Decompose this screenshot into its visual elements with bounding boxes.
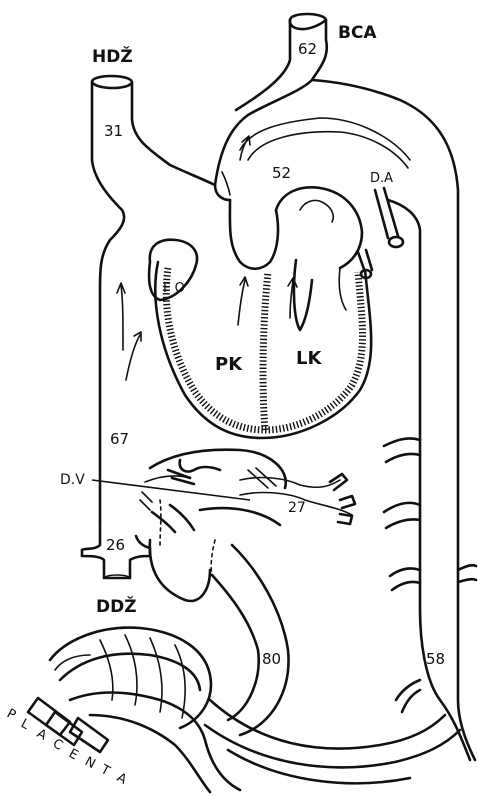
placenta-letter: N xyxy=(82,754,98,772)
dv-pointer-line xyxy=(92,480,250,500)
bca-label: BCA xyxy=(338,23,377,43)
placenta-letter: A xyxy=(114,770,129,787)
svc-label: HDŽ xyxy=(92,45,133,67)
aorta xyxy=(215,14,475,760)
left-ventricle-label: LK xyxy=(296,348,322,369)
ductus-arteriosus-label: D.A xyxy=(370,171,393,186)
placenta-letter: T xyxy=(97,762,112,779)
placenta-letter: P xyxy=(4,706,18,723)
ivc-label: DDŽ xyxy=(96,595,137,617)
ductus-arteriosus xyxy=(358,188,403,278)
value-31: 31 xyxy=(104,122,123,140)
umbilical-vessels xyxy=(205,545,460,783)
value-62: 62 xyxy=(298,40,317,58)
placenta-letter: E xyxy=(66,746,80,763)
value-80: 80 xyxy=(262,650,281,668)
value-26: 26 xyxy=(106,536,125,554)
aortic-branches xyxy=(384,438,476,712)
foramen-ovale-label: F O xyxy=(163,281,185,296)
ductus-venosus-label: D.V xyxy=(60,472,85,488)
value-67: 67 xyxy=(110,430,129,448)
right-ventricle-label: PK xyxy=(215,354,243,375)
superior-vena-cava xyxy=(92,76,215,520)
value-27: 27 xyxy=(288,500,306,516)
flow-arrows xyxy=(117,136,297,380)
liver xyxy=(140,450,355,601)
heart xyxy=(155,187,371,438)
placenta-coil xyxy=(28,628,240,792)
value-58: 58 xyxy=(426,650,445,668)
value-52: 52 xyxy=(272,164,291,182)
placenta-letter: L xyxy=(18,716,32,733)
placenta-letter: C xyxy=(50,736,65,754)
placenta-letter: A xyxy=(34,726,49,743)
